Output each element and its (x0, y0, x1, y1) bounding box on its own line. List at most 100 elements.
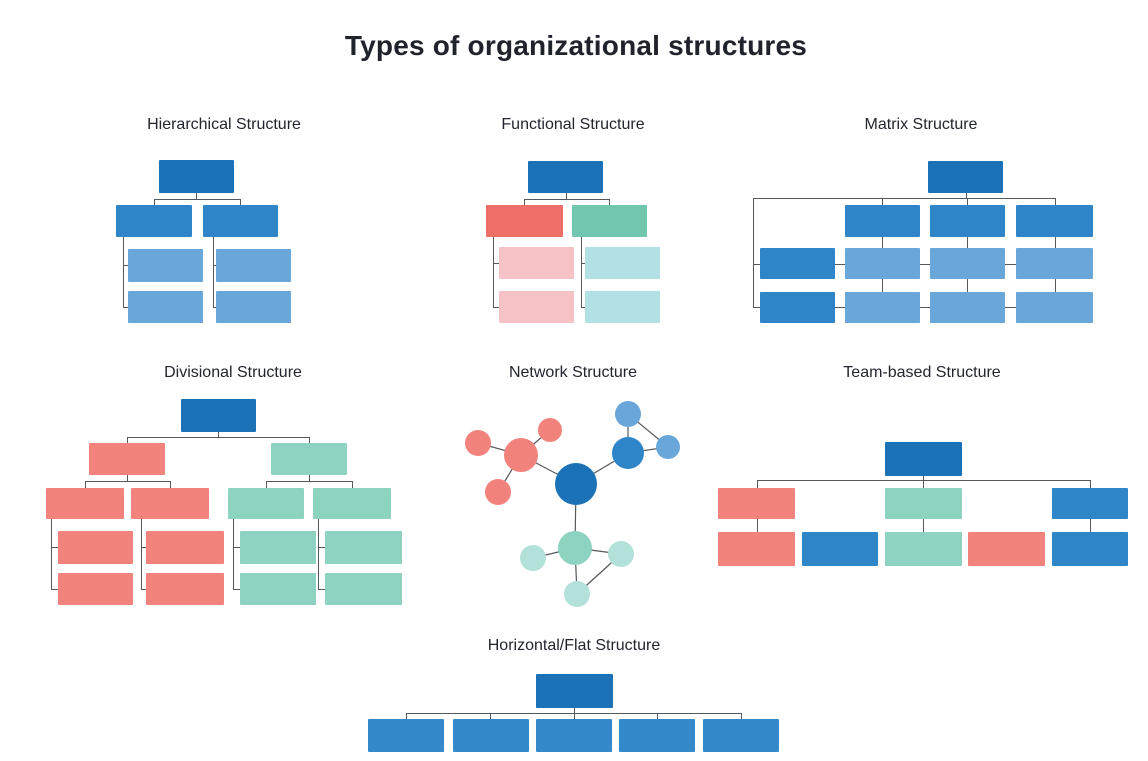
network-edge (520, 454, 577, 485)
connector-line (493, 237, 495, 307)
connector-line (753, 307, 760, 309)
connector-line (574, 713, 576, 719)
functional-box (499, 247, 574, 279)
divisional-box (46, 488, 124, 519)
team-based-box (802, 532, 878, 566)
matrix-box (760, 292, 835, 323)
connector-line (835, 264, 845, 266)
connector-line (835, 307, 845, 309)
team-based-box (885, 532, 962, 566)
connector-line (524, 199, 609, 201)
connector-line (141, 547, 146, 549)
connector-line (170, 481, 172, 488)
matrix-box (930, 248, 1005, 279)
connector-line (1090, 519, 1092, 532)
connector-line (920, 307, 930, 309)
connector-line (1055, 237, 1057, 248)
connector-line (493, 307, 499, 309)
connector-line (1055, 198, 1057, 205)
matrix-box (1016, 292, 1093, 323)
network-node (485, 479, 511, 505)
hierarchical-box (203, 205, 278, 237)
network-edge (477, 442, 522, 456)
connector-line (406, 713, 408, 719)
connector-line (581, 237, 583, 307)
connector-line (967, 279, 969, 292)
diagram-heading-functional: Functional Structure (501, 116, 645, 133)
connector-line (920, 264, 930, 266)
connector-line (574, 708, 576, 713)
connector-line (581, 307, 585, 309)
connector-line (51, 547, 58, 549)
matrix-box (845, 292, 920, 323)
connector-line (753, 264, 760, 266)
connector-line (882, 279, 884, 292)
connector-line (51, 589, 58, 591)
matrix-box (930, 205, 1005, 237)
team-based-box (885, 488, 962, 519)
network-edge (574, 547, 578, 595)
network-edge (532, 547, 576, 559)
connector-line (753, 198, 755, 307)
network-edge (575, 452, 629, 485)
connector-line (352, 481, 354, 488)
connector-line (882, 237, 884, 248)
connector-line (406, 713, 741, 715)
connector-line (753, 198, 1055, 200)
network-node (520, 545, 546, 571)
diagram-heading-matrix: Matrix Structure (864, 116, 978, 133)
connector-line (318, 547, 325, 549)
connector-line (741, 713, 743, 719)
connector-line (967, 237, 969, 248)
connector-line (609, 199, 611, 205)
connector-line (154, 199, 240, 201)
connector-line (490, 713, 492, 719)
network-node (564, 581, 590, 607)
connector-line (123, 265, 128, 267)
connector-line (923, 476, 925, 480)
connector-line (218, 432, 220, 437)
hierarchical-box (159, 160, 234, 193)
connector-line (213, 307, 216, 309)
horizontal-flat-box (368, 719, 444, 752)
hierarchical-box (128, 291, 203, 323)
connector-line (266, 481, 352, 483)
connector-line (154, 199, 156, 205)
page-title: Types of organizational structures (344, 30, 808, 61)
connector-line (923, 480, 925, 488)
horizontal-flat-box (536, 674, 613, 708)
matrix-box (1016, 248, 1093, 279)
connector-line (233, 547, 240, 549)
diagram-heading-network: Network Structure (508, 364, 638, 381)
network-edge (497, 454, 522, 493)
team-based-box (968, 532, 1045, 566)
divisional-box (240, 573, 316, 605)
divisional-box (271, 443, 347, 475)
connector-line (196, 193, 198, 199)
network-node (555, 463, 597, 505)
team-based-box (1052, 488, 1128, 519)
divisional-box (240, 531, 316, 564)
functional-box (499, 291, 574, 323)
functional-box (572, 205, 647, 237)
hierarchical-box (216, 249, 291, 282)
connector-line (757, 480, 759, 488)
hierarchical-box (128, 249, 203, 282)
connector-line (309, 437, 311, 443)
divisional-box (181, 399, 256, 432)
connector-line (123, 307, 128, 309)
functional-box (528, 161, 603, 193)
network-node (558, 531, 592, 565)
hierarchical-box (116, 205, 192, 237)
network-edge (627, 446, 669, 454)
matrix-box (845, 205, 920, 237)
divisional-box (313, 488, 391, 519)
network-edge (574, 483, 577, 549)
horizontal-flat-box (619, 719, 695, 752)
team-based-box (1052, 532, 1128, 566)
functional-box (486, 205, 563, 237)
connector-line (51, 519, 53, 589)
functional-box (585, 247, 660, 279)
connector-line (141, 519, 143, 589)
divisional-box (146, 531, 224, 564)
